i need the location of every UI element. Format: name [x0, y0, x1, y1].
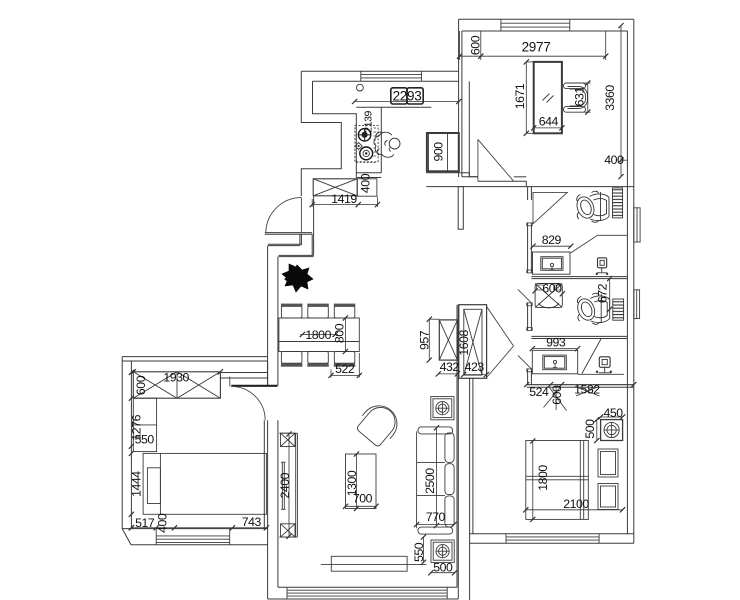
svg-text:600: 600 [134, 375, 148, 395]
svg-text:450: 450 [604, 406, 624, 420]
svg-text:522: 522 [335, 362, 355, 376]
svg-text:770: 770 [426, 510, 446, 524]
svg-text:2293: 2293 [393, 89, 422, 104]
svg-text:957: 957 [417, 330, 431, 350]
svg-text:1608: 1608 [457, 330, 471, 356]
svg-text:517: 517 [135, 516, 155, 530]
svg-text:1582: 1582 [574, 383, 600, 397]
svg-text:993: 993 [546, 335, 566, 349]
svg-text:1300: 1300 [345, 470, 359, 496]
svg-text:700: 700 [353, 491, 373, 505]
svg-text:900: 900 [431, 142, 445, 162]
svg-text:3360: 3360 [603, 85, 617, 111]
svg-text:400: 400 [156, 513, 170, 533]
svg-text:1444: 1444 [130, 471, 144, 497]
svg-text:1800: 1800 [305, 328, 331, 342]
svg-text:2100: 2100 [563, 497, 589, 511]
svg-text:1930: 1930 [163, 370, 189, 384]
svg-text:400: 400 [604, 153, 624, 167]
svg-text:1276: 1276 [130, 414, 144, 440]
svg-text:1671: 1671 [513, 83, 527, 109]
svg-text:500: 500 [433, 560, 453, 574]
svg-text:800: 800 [333, 323, 347, 343]
svg-text:672: 672 [596, 283, 610, 303]
svg-text:2139: 2139 [363, 110, 375, 132]
svg-text:600: 600 [542, 281, 562, 295]
svg-text:400: 400 [359, 173, 373, 193]
svg-text:600: 600 [550, 385, 564, 405]
svg-text:2977: 2977 [522, 40, 551, 55]
svg-text:2500: 2500 [423, 468, 437, 494]
svg-text:1800: 1800 [536, 465, 550, 491]
svg-text:550: 550 [412, 542, 426, 562]
svg-text:743: 743 [242, 515, 262, 529]
svg-text:600: 600 [468, 35, 482, 55]
svg-text:829: 829 [542, 233, 562, 247]
svg-text:2400: 2400 [278, 472, 292, 498]
svg-text:550: 550 [135, 433, 155, 447]
svg-text:524: 524 [529, 385, 549, 399]
svg-text:631: 631 [573, 87, 587, 107]
svg-text:423: 423 [465, 360, 485, 374]
svg-text:644: 644 [539, 115, 559, 129]
svg-text:500: 500 [583, 419, 597, 439]
svg-text:1419: 1419 [331, 192, 357, 206]
svg-text:432: 432 [440, 360, 460, 374]
